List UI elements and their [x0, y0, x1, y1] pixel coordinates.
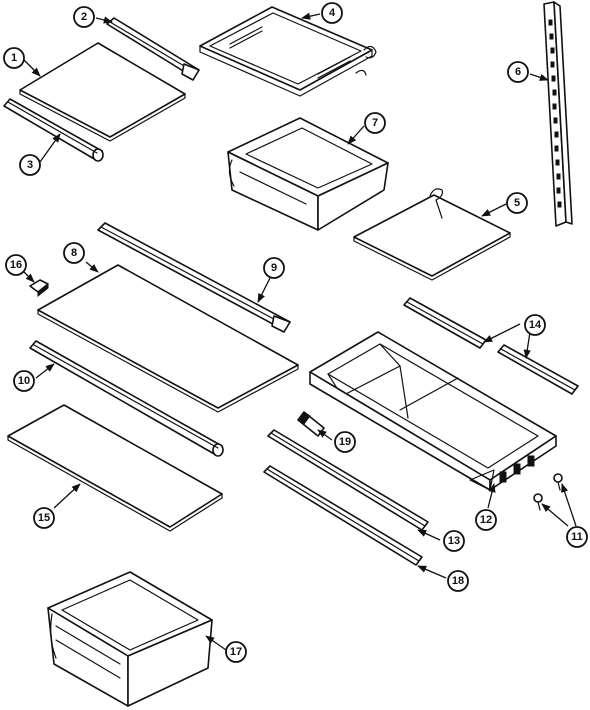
callout-17-label: 17 [230, 646, 242, 658]
callout-6: 6 [507, 61, 529, 83]
callout-13: 13 [443, 530, 465, 552]
part-15-crisper-cover [7, 404, 223, 532]
callout-16: 16 [5, 254, 27, 276]
callout-13-label: 13 [448, 535, 460, 547]
callout-18-label: 18 [452, 575, 464, 587]
callout-4-label: 4 [329, 7, 336, 19]
callout-2: 2 [73, 6, 95, 28]
callout-19-label: 19 [339, 436, 351, 448]
callout-5: 5 [506, 192, 528, 214]
callout-15: 15 [33, 507, 55, 529]
callout-11-label: 11 [571, 531, 583, 543]
callout-12: 12 [475, 509, 497, 531]
callout-17: 17 [225, 641, 247, 663]
callout-6-label: 6 [515, 66, 521, 78]
callout-1-label: 1 [11, 52, 17, 64]
callout-12-label: 12 [480, 514, 492, 526]
part-7-drawer [227, 117, 389, 231]
callout-16-label: 16 [10, 259, 22, 271]
callout-15-label: 15 [38, 512, 50, 524]
callout-4: 4 [321, 2, 343, 24]
part-9-long-rear-trim [97, 222, 291, 333]
callout-5-label: 5 [514, 197, 520, 209]
part-6-ladder-rail [543, 1, 573, 227]
callout-3-label: 3 [27, 159, 33, 171]
callout-14: 14 [524, 314, 546, 336]
callout-1: 1 [3, 47, 25, 69]
callout-9-label: 9 [271, 262, 277, 274]
part-10-long-front-trim [29, 340, 224, 457]
callout-18: 18 [447, 570, 469, 592]
part-1-glass-shelf [19, 42, 186, 142]
callout-10-label: 10 [18, 375, 30, 387]
leader-lines [19, 12, 577, 651]
part-17-crisper-drawer [47, 571, 213, 707]
callout-8: 8 [63, 242, 85, 264]
part-16-clip [29, 279, 49, 298]
part-19-bracket [297, 411, 325, 437]
part-8-large-glass-shelf [37, 264, 299, 413]
callout-3: 3 [19, 154, 41, 176]
part-4-shelf-frame [199, 6, 377, 97]
callout-9: 9 [263, 257, 285, 279]
callout-11: 11 [566, 526, 588, 548]
callout-7-label: 7 [372, 117, 378, 129]
part-13-rail [267, 429, 429, 531]
callout-10: 10 [13, 370, 35, 392]
part-11-screws [533, 473, 563, 511]
part-5-small-shelf [353, 188, 511, 281]
callout-7: 7 [364, 112, 386, 134]
callout-14-label: 14 [529, 319, 542, 331]
part-12-pan-frame [309, 331, 557, 491]
part-18-rail [263, 465, 423, 566]
callout-19: 19 [334, 431, 356, 453]
part-3-front-trim [3, 98, 104, 162]
callout-8-label: 8 [71, 247, 77, 259]
callout-2-label: 2 [81, 11, 87, 23]
